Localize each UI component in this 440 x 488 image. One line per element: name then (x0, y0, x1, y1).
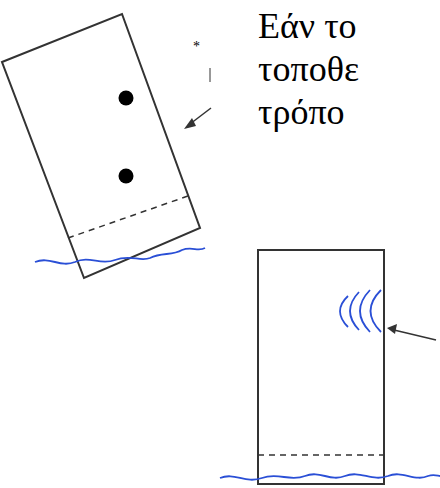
tilted-phone (2, 14, 200, 278)
sound-waves (340, 290, 381, 332)
text-fragment: τρόπο (258, 94, 345, 130)
pointer-arrow (387, 324, 436, 340)
upright-phone (258, 250, 384, 484)
water-line (220, 474, 440, 479)
water-line (35, 248, 205, 264)
text-fragment: Εάν το (258, 8, 357, 44)
asterisk-mark: * (193, 40, 200, 54)
cut-mark (210, 68, 211, 82)
pointer-arrow (184, 108, 211, 129)
text-fragment: τοποθε (258, 51, 359, 87)
